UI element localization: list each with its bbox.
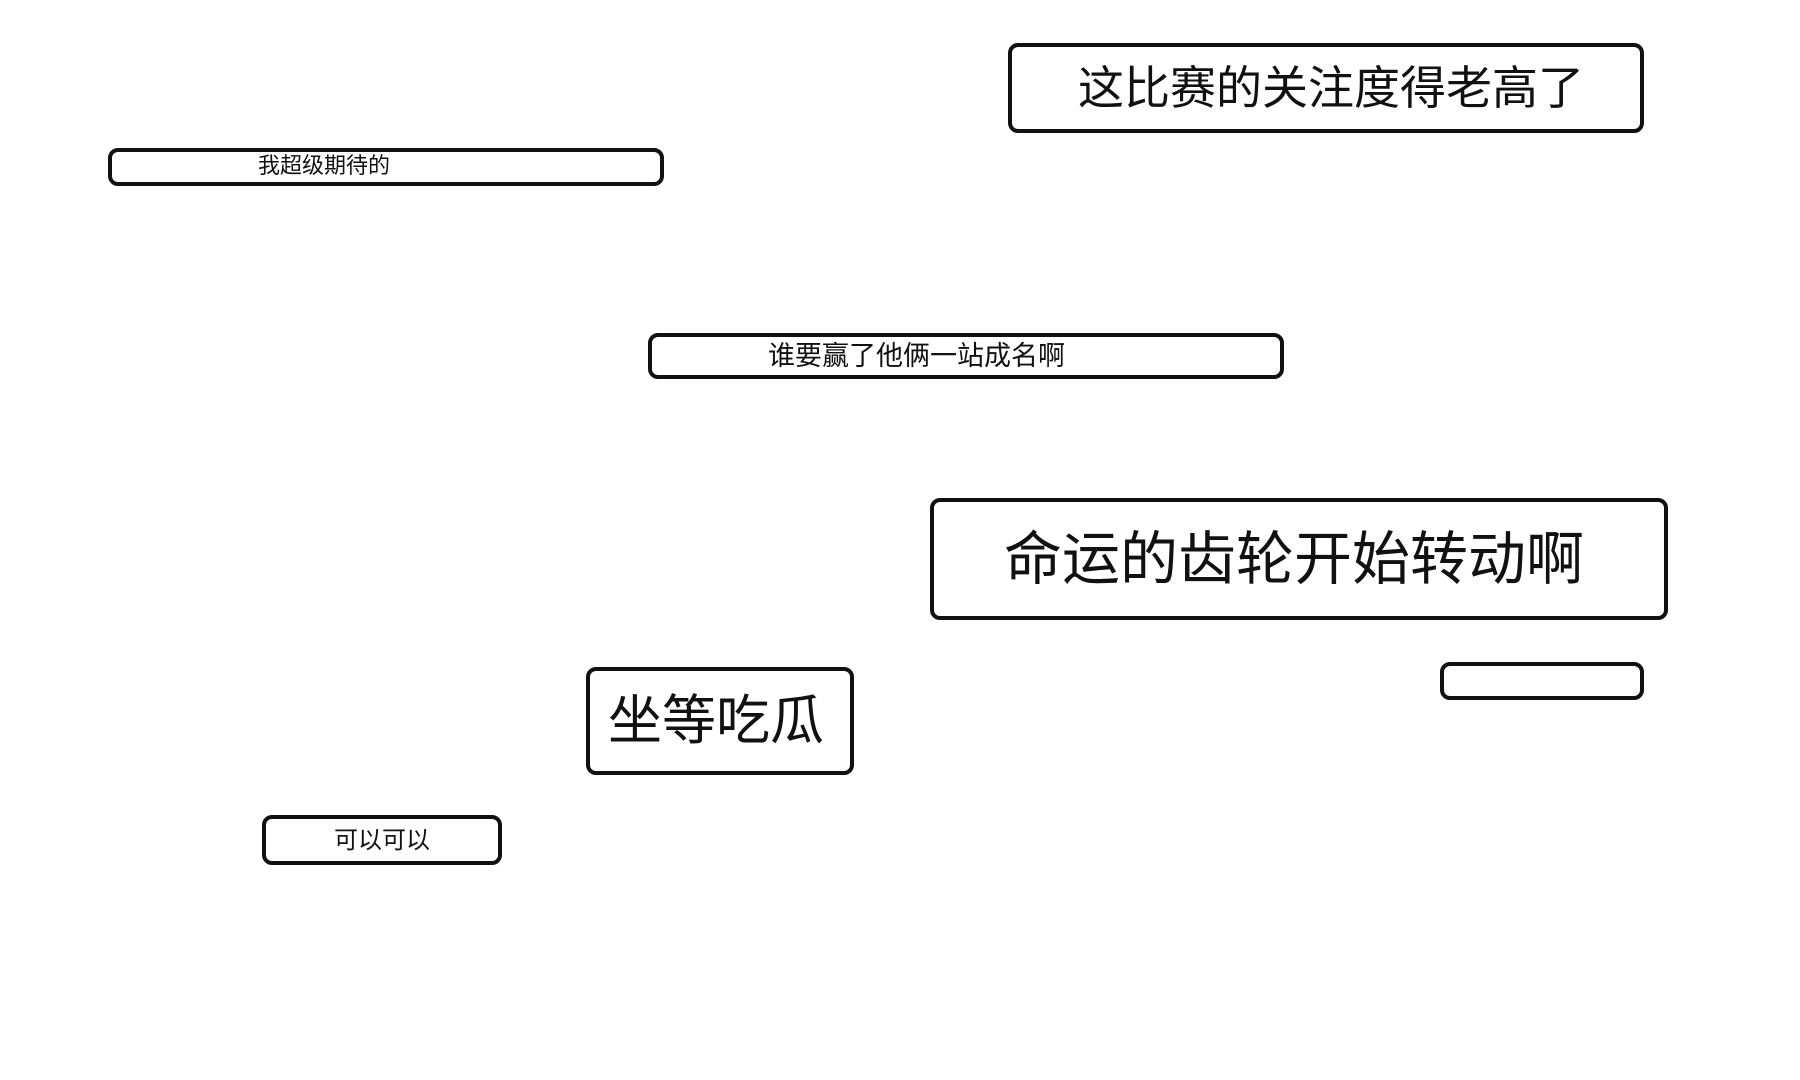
speech-bubble-whoever-wins: 谁要赢了他俩一站成名啊: [648, 333, 1284, 379]
speech-bubble-attention: 这比赛的关注度得老高了: [1008, 43, 1644, 133]
bubble-text: 谁要赢了他俩一站成名啊: [768, 340, 1065, 372]
bubble-text: 可以可以: [334, 826, 430, 854]
speech-bubble-looking-forward: 我超级期待的: [108, 148, 664, 186]
bubble-text: 我超级期待的: [258, 154, 391, 179]
speech-bubble-ok-ok: 可以可以: [262, 815, 502, 865]
bubble-text: 命运的齿轮开始转动啊: [1003, 525, 1584, 593]
speech-bubble-waiting: 坐等吃瓜: [586, 667, 854, 775]
speech-bubble-wheel-of-fate: 命运的齿轮开始转动啊: [930, 498, 1668, 620]
bubble-text: 这比赛的关注度得老高了: [1078, 61, 1584, 115]
speech-bubble-empty: [1440, 662, 1644, 700]
bubble-text: 坐等吃瓜: [608, 689, 824, 752]
